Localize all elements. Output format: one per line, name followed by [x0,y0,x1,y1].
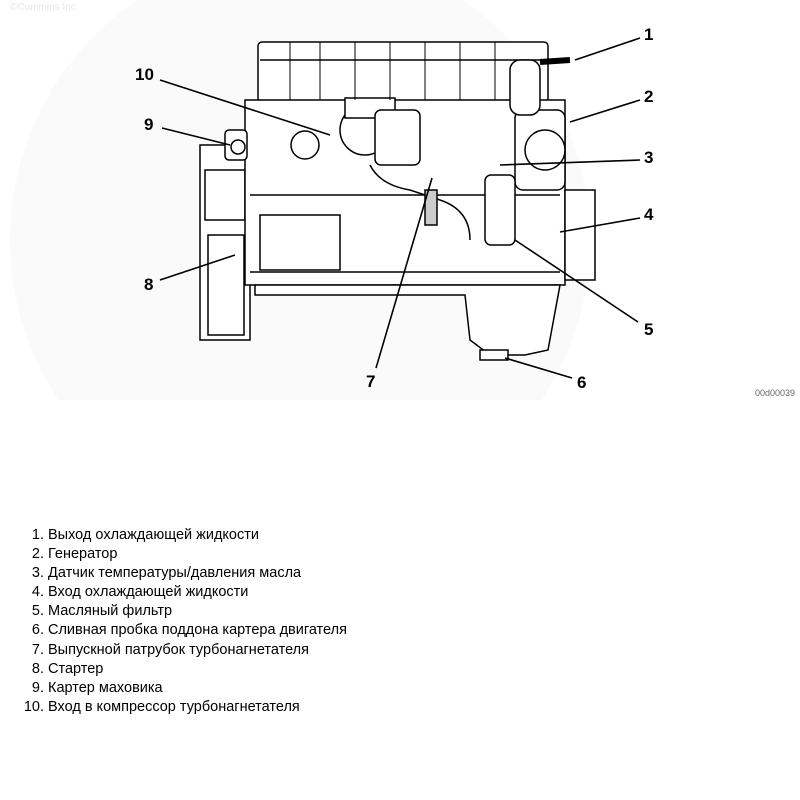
legend-item: Масляный фильтр [48,602,347,621]
callout-7: 7 [366,372,376,391]
legend-item: Сливная пробка поддона картера двигателя [48,621,347,640]
legend-list: Выход охлаждающей жидкости Генератор Дат… [0,526,347,717]
callout-8: 8 [144,275,154,294]
legend-item: Картер маховика [48,679,347,698]
copyright-text: ©Cummins Inc [10,2,76,13]
callout-3: 3 [644,148,654,167]
callout-5: 5 [644,320,654,339]
callout-10: 10 [135,65,154,84]
legend-item: Генератор [48,545,347,564]
legend-item: Выход охлаждающей жидкости [48,526,347,545]
callout-2: 2 [644,87,654,106]
callout-4: 4 [644,205,654,224]
engine-diagram [159,37,641,379]
legend-item: Выпускной патрубок турбонагнетателя [48,641,347,660]
callout-leaders [159,37,641,379]
legend-item: Датчик температуры/давления масла [48,564,347,583]
legend-item: Стартер [48,660,347,679]
legend-item: Вход охлаждающей жидкости [48,583,347,602]
engine-drawing [199,41,596,361]
legend-item: Вход в компрессор турбонагнетателя [48,698,347,717]
callout-1: 1 [644,25,654,44]
figure-id: 00d00039 [755,388,796,398]
callout-9: 9 [144,115,154,134]
callout-6: 6 [577,373,587,392]
